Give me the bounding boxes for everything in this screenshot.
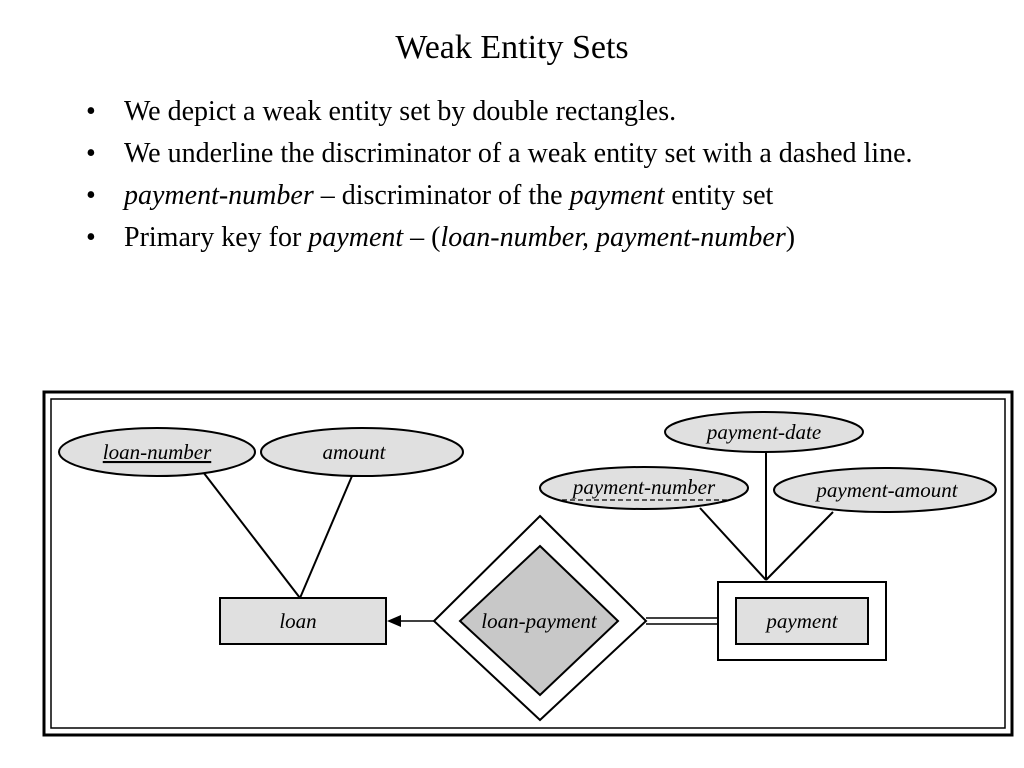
line-loan-number-to-loan xyxy=(199,467,301,599)
bullet-text: – discriminator of the xyxy=(313,180,570,211)
diagram-frame-inner xyxy=(50,398,1006,729)
relationship-loan-payment-label: loan-payment xyxy=(481,609,598,633)
attribute-payment-amount: payment-amount xyxy=(773,467,997,513)
attribute-loan-number: loan-number xyxy=(58,427,256,477)
bullet-marker: • xyxy=(86,222,96,253)
diagram-frame-outer xyxy=(42,390,1014,737)
bullet-item: • payment-number – discriminator of the … xyxy=(86,180,916,212)
entity-loan: loan xyxy=(219,597,387,645)
bullet-item: • We depict a weak entity set by double … xyxy=(86,96,916,128)
bullet-marker: • xyxy=(86,138,96,169)
attribute-loan-number-label: loan-number xyxy=(103,440,212,464)
attribute-amount: amount xyxy=(260,427,464,477)
weak-entity-payment: payment xyxy=(717,581,887,661)
attribute-payment-number: payment-number xyxy=(539,466,749,510)
bullet-text: We depict a weak entity set by double re… xyxy=(124,96,677,127)
attribute-amount-label: amount xyxy=(323,440,387,464)
bullet-marker: • xyxy=(86,96,96,127)
weak-entity-payment-label: payment xyxy=(764,609,838,633)
line-payment-number-to-payment xyxy=(699,507,767,581)
bullet-text: entity set xyxy=(664,180,774,211)
line-payment-amount-to-payment xyxy=(765,511,834,581)
attribute-payment-date-label: payment-date xyxy=(705,420,821,444)
slide-title: Weak Entity Sets xyxy=(395,29,629,66)
attribute-payment-number-label: payment-number xyxy=(571,475,716,499)
bullet-marker: • xyxy=(86,180,96,211)
bullet-list: • We depict a weak entity set by double … xyxy=(86,96,916,264)
line-amount-to-loan xyxy=(299,475,353,599)
identifying-relationship-loan-payment: loan-payment xyxy=(432,514,648,722)
bullet-text: – ( xyxy=(403,222,441,253)
bullet-text: Primary key for xyxy=(124,222,309,253)
bullet-term: loan-number, payment-number xyxy=(440,222,786,253)
bullet-text: ) xyxy=(785,222,796,253)
attribute-payment-date: payment-date xyxy=(664,411,864,453)
bullet-term: payment xyxy=(308,222,404,253)
bullet-item: • Primary key for payment – (loan-number… xyxy=(86,222,916,254)
bullet-term: payment xyxy=(569,180,665,211)
arrow-head-icon xyxy=(387,615,401,627)
entity-loan-label: loan xyxy=(279,609,316,633)
bullet-term: payment-number xyxy=(124,180,314,211)
bullet-text: We underline the discriminator of a weak… xyxy=(124,138,913,169)
bullet-item: • We underline the discriminator of a we… xyxy=(86,138,916,170)
attribute-payment-amount-label: payment-amount xyxy=(814,478,958,502)
